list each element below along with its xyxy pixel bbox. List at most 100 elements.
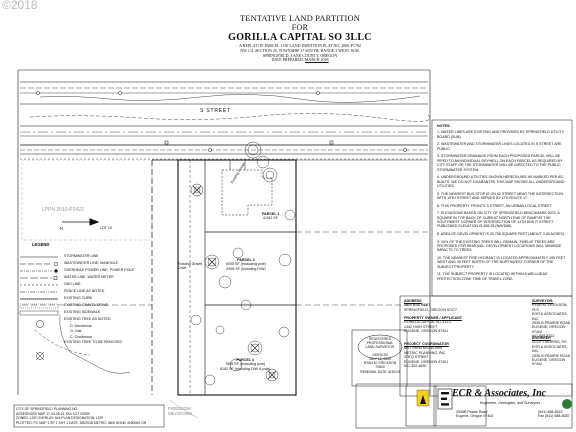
title-sub-1: A REPLAT OF PARCEL 1 OF LAND PARTITION P… xyxy=(239,43,361,48)
note-item: 8. AREA OF DEVELOPMENT IS 20,708 SQUARE … xyxy=(437,232,566,237)
note-item: 9. 15% OF THE EXISTING TREES WILL REMAIN… xyxy=(437,239,562,253)
company-address-1: 2535B Prairie Road xyxy=(456,410,488,414)
surveyor-stamp xyxy=(351,329,408,387)
title-sub-4: DATE PREPARED: MARCH 2018 xyxy=(271,57,329,63)
coordinator-line-2: METRIC PLANNING, INC. xyxy=(404,350,447,355)
street-lines xyxy=(20,81,430,160)
coordinator-line-1: MATTHEW MCKEOWN xyxy=(404,346,443,351)
removed-tree-marks xyxy=(192,185,277,380)
stamp-line-7: 70800 xyxy=(375,365,385,369)
legend-item: WATER LINE, WATER METER xyxy=(64,275,114,279)
parcel-1-area: 6,942 SF xyxy=(263,216,279,221)
coordinator-block: PROJECT COORDINATOR MATTHEW MCKEOWN METR… xyxy=(404,342,484,368)
stamp-line-5: JULY 12, 2005 xyxy=(368,357,392,361)
note-item: 1. WATER LINES ARE EXISTING AND PROVIDED… xyxy=(437,130,565,139)
stamp-line-4: OREGON xyxy=(372,353,388,357)
note-item: 3. STORMWATER DRAINAGE FROM EACH PROPOSE… xyxy=(437,154,563,172)
adjacent-lots xyxy=(22,159,428,374)
stamp-line-3: LAND SURVEYOR xyxy=(365,345,395,349)
surveyor-line-4: EUGENE, OREGON 97402 xyxy=(532,325,566,334)
legend-item: EXISTING GRAVEL DRIVE xyxy=(64,303,108,307)
owner-header: PROPERTY OWNER / APPLICANT xyxy=(404,316,462,320)
legend-item: EXISTING TREE AS NOTED xyxy=(64,317,111,321)
legend-item: EXISTING CURB xyxy=(64,296,92,300)
title-sub-2: NW 1/4, SECTION 25, TOWNSHIP 17 SOUTH, R… xyxy=(240,47,360,53)
engineer-line-3: 2535-B PRAIRIE ROAD xyxy=(532,353,571,358)
drive-label: Existing Gravel Drive xyxy=(178,262,203,271)
title-line-2: FOR xyxy=(291,23,309,32)
engineer-line-1: SCOTT MORRIS, P.E. xyxy=(532,340,568,345)
notes-list: 1. WATER LINES ARE EXISTING AND PROVIDED… xyxy=(437,130,569,281)
bottom-left-line-3: ZONED: LDR OVERLAY: N/A PLAN DESIGNATION… xyxy=(16,416,103,421)
parcel-1-label: PARCEL 1 xyxy=(262,212,280,216)
company-phone-1: (541) 688-8322 xyxy=(538,410,563,414)
bottom-left-line-2: ASSESSORS MAP 17-03-25-21 TAX LOT 03900 xyxy=(16,411,90,416)
surveyor-line-1: RYAN M. ERICKSON, PLS xyxy=(532,303,568,312)
owner-block: PROPERTY OWNER / APPLICANT GORILLA CAPIT… xyxy=(404,316,484,334)
bottom-left-line-4: PLOTTED: PC MAP 1 SP 1 SHT 1 DATE: 3/8/2… xyxy=(16,420,147,425)
sheet-border xyxy=(17,69,431,395)
legend-title: LEGEND xyxy=(32,242,50,247)
note-item: 5. THE NEAREST BUS STOP IS ON 42 STREET … xyxy=(437,191,563,201)
coordinator-line-5: 541-302-9830 xyxy=(404,364,427,369)
coordinator-line-3: 378 Q STREET xyxy=(404,355,429,360)
coordinator-header: PROJECT COORDINATOR xyxy=(404,342,449,346)
legend-symbols xyxy=(19,256,59,361)
freedom-meadows-area xyxy=(169,399,199,419)
title-sub-3: SPRINGFIELD, LANE COUNTY, OREGON xyxy=(262,52,338,58)
parcel-2-label: PARCEL 2 xyxy=(237,258,255,262)
parcel-3-block: PARCEL 3 7895 SF (excluding pole) 8182 S… xyxy=(220,358,270,371)
surveyor-line-5: 541-688-8322 xyxy=(532,334,555,339)
legend-list: STORMWATER LINE WASTEWATER LINE, MANHOLE O… xyxy=(64,254,148,347)
legend-item: O: Oak xyxy=(70,329,82,334)
surveyor-header: SURVEYOR: xyxy=(532,299,554,303)
owner-line-1: GORILLA CAPITAL SO 3 LLC xyxy=(404,320,452,325)
bottom-left-box xyxy=(13,404,165,428)
company-address-2: Eugene, Oregon 97402 xyxy=(456,414,494,419)
surveyor-line-3: 2535-B PRAIRIE ROAD xyxy=(532,321,571,326)
stamp-line-6: RYAN M. ERICKSON xyxy=(363,361,397,365)
street-utility-markers xyxy=(36,91,407,152)
tree-symbols xyxy=(190,141,296,386)
company-address: 2535B Prairie Road Eugene, Oregon 97402 xyxy=(456,410,493,419)
lot-label: LOT 19 xyxy=(100,226,112,230)
north-arrow xyxy=(62,218,100,226)
bottom-left-line-1: CITY OF SPRINGFIELD PLANNING NO. xyxy=(16,407,79,411)
legend-item: FENCE LINE AS NOTED xyxy=(64,289,105,293)
legend-item: EXISTING TREE TO BE REMOVED xyxy=(64,340,123,345)
legend-item: WASTEWATER LINE, MANHOLE xyxy=(64,261,118,265)
note-item: 10. THE NEAREST FIRE HYDRANT IS LOCATED … xyxy=(437,256,566,269)
lppn-label: LPPN 2010-P2422 xyxy=(42,207,84,213)
notes-block: NOTES: 1. WATER LINES ARE EXISTING AND P… xyxy=(437,124,569,284)
right-column-frames xyxy=(355,119,573,429)
legend-item: OVERHEAD POWER LINE, POWER POLE xyxy=(64,268,134,272)
address-block: ADDRESS 1570 S STREET SPRINGFIELD, OREGO… xyxy=(404,299,484,312)
legend-item: C: Coniferous xyxy=(70,334,92,339)
lppn-parcel xyxy=(21,159,153,241)
note-item: 11. THE SUBJECT PROPERTY IS LOCATED WITH… xyxy=(437,272,548,281)
bottom-left-info: CITY OF SPRINGFIELD PLANNING NO. ASSESSO… xyxy=(16,407,164,425)
company-logo xyxy=(416,388,572,410)
parcel-3-area-1: 7895 SF (excluding pole) xyxy=(225,362,266,367)
title-line-3: GORILLA CAPITAL SO 3LLC xyxy=(228,32,372,43)
title-line-1: TENTATIVE LAND PARTITION xyxy=(239,14,361,23)
engineer-line-2: EGR & ASSOCIATES, INC. xyxy=(532,344,568,354)
parcel-3-label: PARCEL 3 xyxy=(236,358,254,362)
note-item: 2. WASTEWATER AND STORMWATER LINES LOCAT… xyxy=(437,142,562,151)
company-phones: (541) 688-8322 Fax (541) 688-8087 xyxy=(538,410,570,419)
company-phone-2: Fax (541) 688-8087 xyxy=(538,414,570,419)
note-item: 6. THIS PROPERTY FRONTS S STREET, AN URB… xyxy=(437,203,553,208)
parcel-2-area-2: 6395 SF (including D/W) xyxy=(226,266,266,271)
title-block: TENTATIVE LAND PARTITION FOR GORILLA CAP… xyxy=(150,14,450,63)
parcel-2-area-1: 6055 SF (excluding pole) xyxy=(226,262,266,267)
notes-header: NOTES: xyxy=(437,124,451,128)
stamp-line-1: REGISTERED xyxy=(368,337,392,341)
owner-line-2: 1342 HIGH STREET xyxy=(404,324,438,329)
street-label: S STREET xyxy=(200,108,231,114)
company-tagline: Engineers, Geologists, and Surveyors xyxy=(480,401,541,405)
stamp-renew: RENEWAL DATE: 6/30/19 xyxy=(360,370,400,374)
engineer-line-4: EUGENE, OREGON 97402 xyxy=(532,358,566,367)
legend-item: STORMWATER LINE xyxy=(64,254,99,258)
coordinator-line-4: EUGENE, OREGON 97401 xyxy=(404,359,449,364)
